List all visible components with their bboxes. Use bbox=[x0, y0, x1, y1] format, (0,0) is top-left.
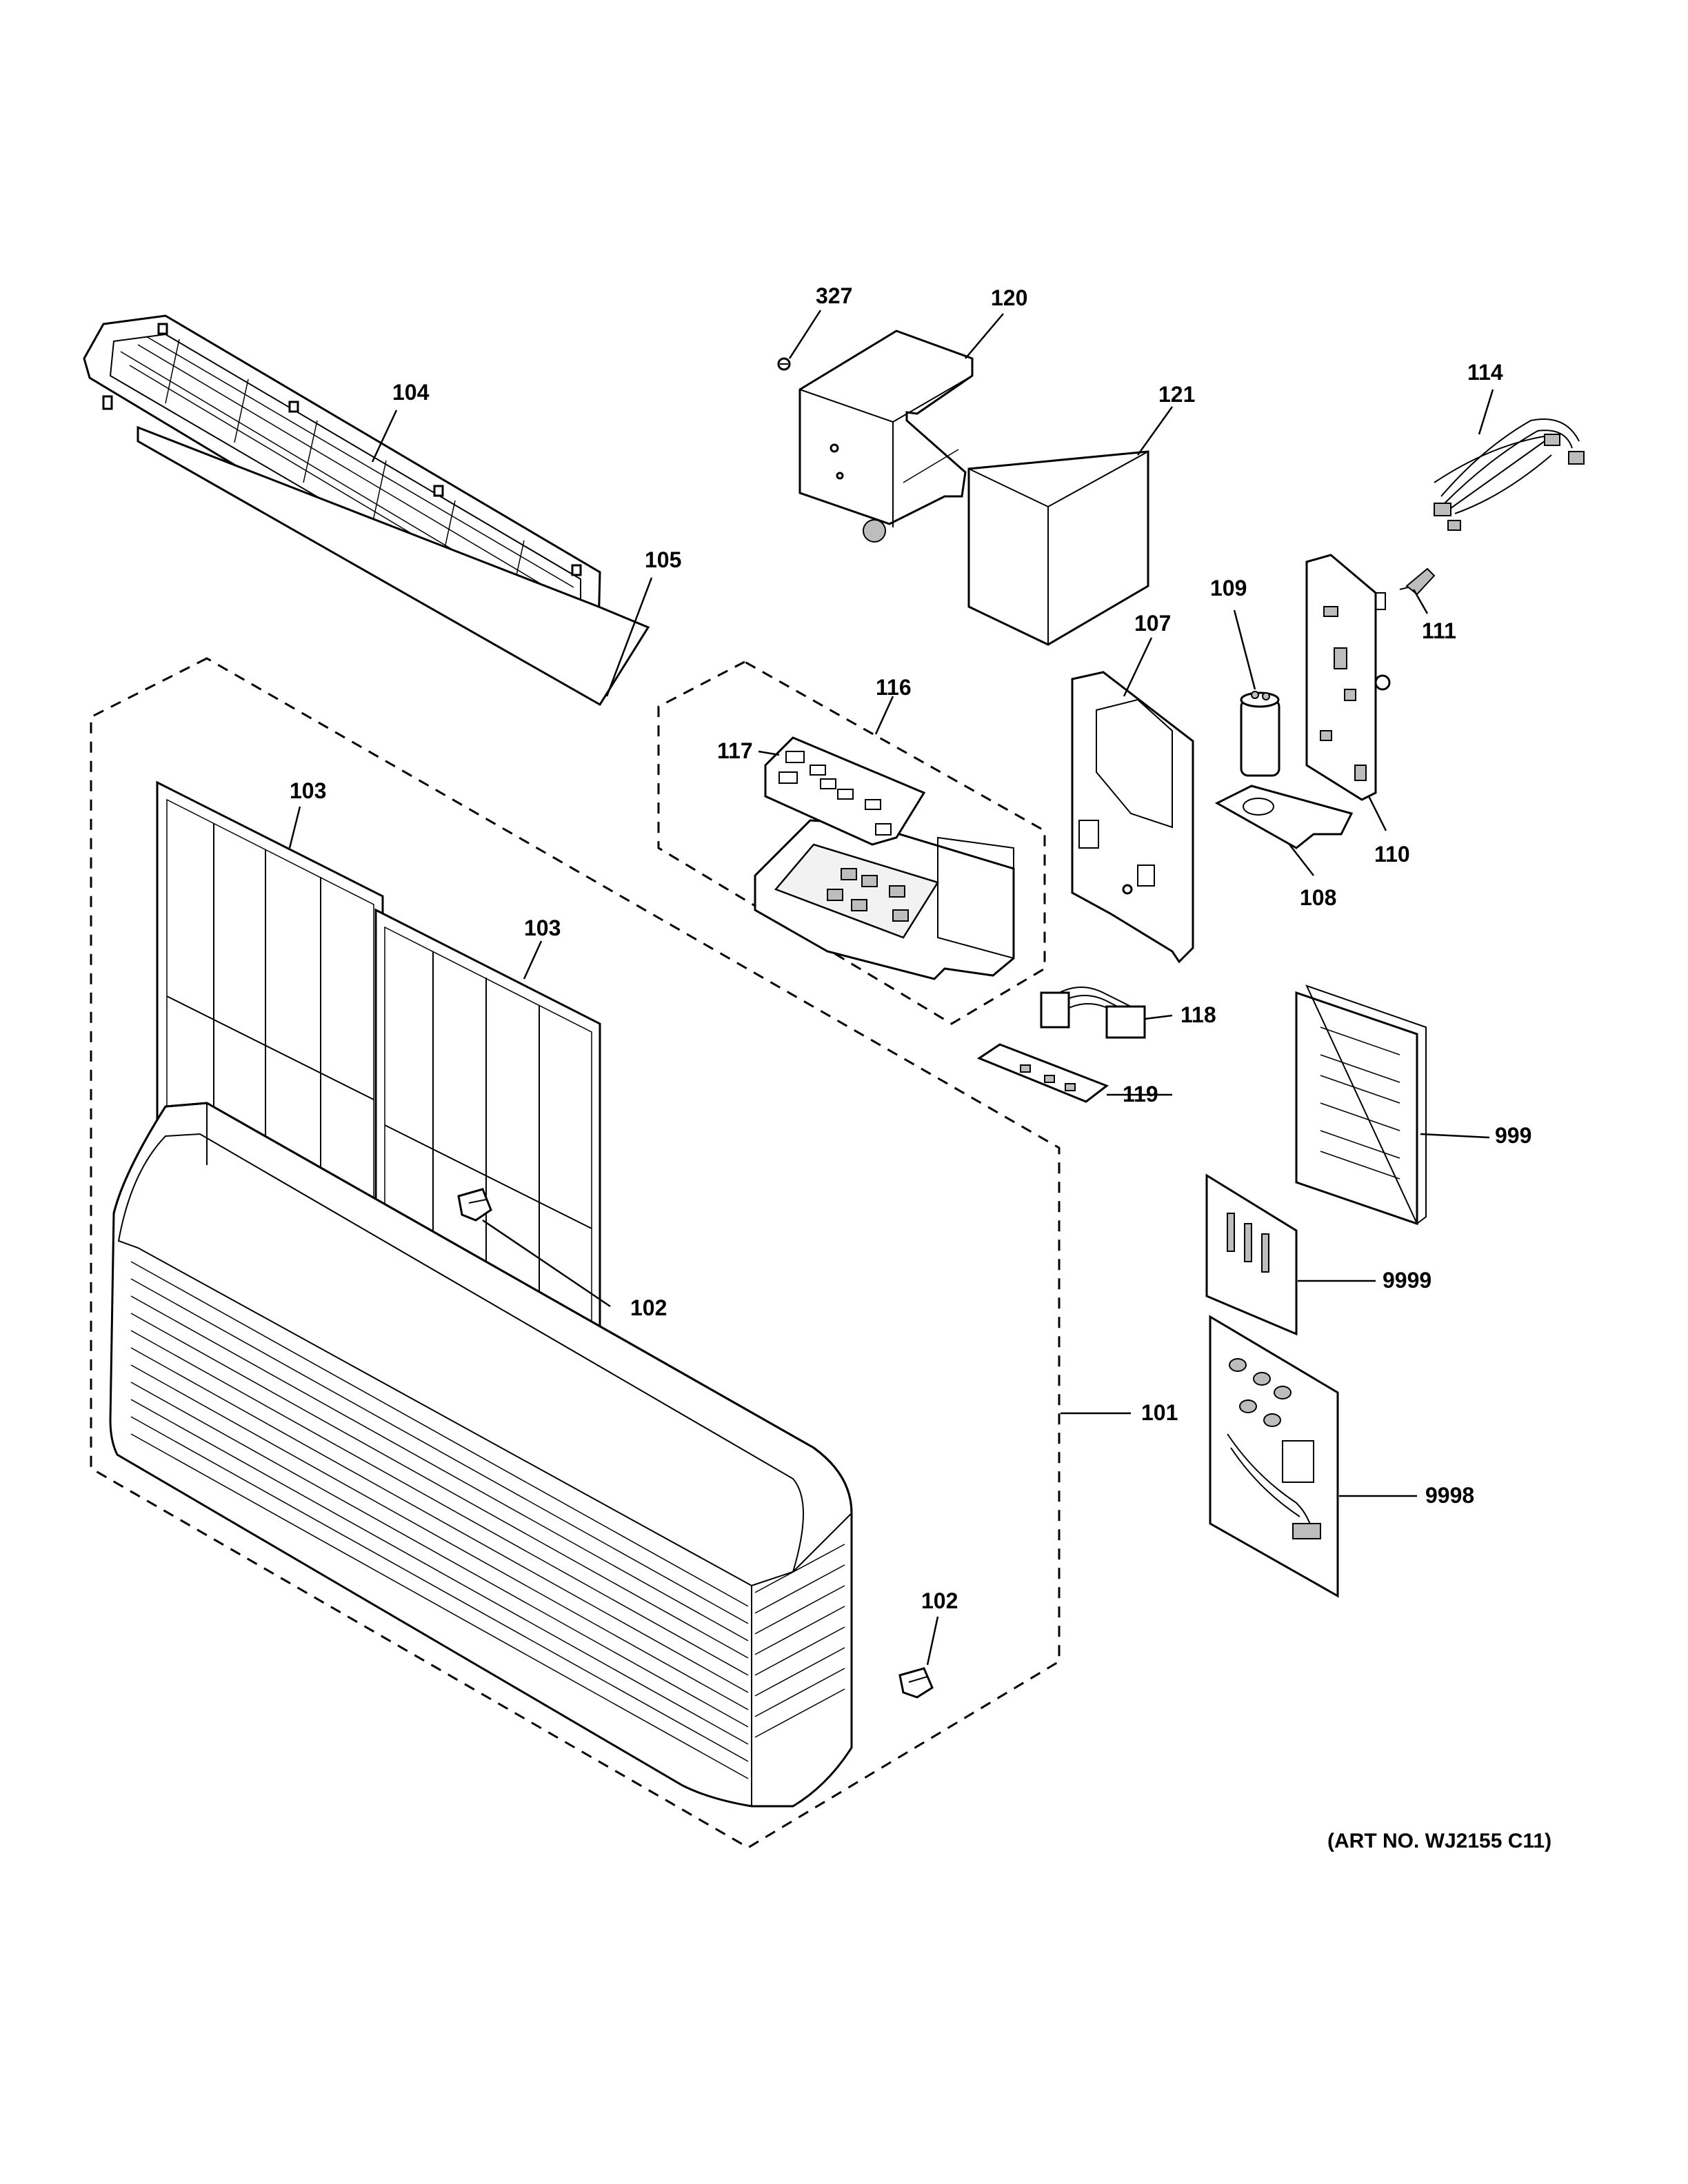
label-102-upper: 102 bbox=[630, 1295, 667, 1320]
label-9998: 9998 bbox=[1425, 1483, 1474, 1508]
capacitor-109 bbox=[1240, 691, 1280, 777]
part-labels: 327 120 121 114 104 105 109 111 107 116 … bbox=[290, 283, 1531, 1613]
label-101: 101 bbox=[1141, 1400, 1178, 1425]
manual-999 bbox=[1295, 984, 1427, 1226]
filter-sheet-105 bbox=[137, 425, 650, 707]
clip-102-lower bbox=[898, 1667, 934, 1699]
label-327: 327 bbox=[816, 283, 852, 308]
label-105: 105 bbox=[645, 547, 681, 572]
control-panel-116 bbox=[754, 819, 1015, 980]
label-108: 108 bbox=[1300, 885, 1336, 910]
label-117: 117 bbox=[717, 738, 753, 763]
wire-harness-118 bbox=[1040, 987, 1146, 1039]
label-114: 114 bbox=[1467, 360, 1503, 385]
label-107: 107 bbox=[1134, 611, 1171, 636]
label-9999: 9999 bbox=[1383, 1268, 1431, 1293]
clip-102-upper bbox=[457, 1188, 492, 1222]
cover-121 bbox=[967, 450, 1149, 646]
control-board-110 bbox=[1305, 554, 1391, 801]
art-number: (ART NO. WJ2155 C11) bbox=[1327, 1830, 1551, 1852]
control-bracket-107 bbox=[1071, 671, 1194, 964]
front-cabinet-101 bbox=[109, 1102, 853, 1808]
label-109: 109 bbox=[1210, 576, 1247, 600]
label-103-left: 103 bbox=[290, 778, 326, 803]
leader-lines bbox=[288, 310, 1494, 1666]
label-103-right: 103 bbox=[524, 916, 561, 940]
capacitor-bracket-108 bbox=[1214, 785, 1354, 849]
label-121: 121 bbox=[1158, 382, 1195, 407]
cabinet-louvers bbox=[130, 1261, 845, 1779]
label-120: 120 bbox=[991, 285, 1027, 310]
group-outline-101 bbox=[90, 657, 1061, 1849]
label-118: 118 bbox=[1180, 1002, 1216, 1027]
control-box-120 bbox=[798, 330, 974, 543]
label-104: 104 bbox=[392, 380, 430, 405]
label-111: 111 bbox=[1422, 618, 1456, 643]
label-102-lower: 102 bbox=[921, 1588, 958, 1613]
keypad-overlay-117 bbox=[764, 736, 926, 846]
display-board-119 bbox=[976, 1043, 1109, 1103]
screw-327 bbox=[777, 357, 791, 371]
label-116: 116 bbox=[876, 675, 912, 700]
label-110: 110 bbox=[1374, 842, 1410, 867]
screw-bag-9999 bbox=[1205, 1173, 1298, 1336]
connector-111 bbox=[1399, 567, 1436, 596]
wire-harness-114 bbox=[1434, 418, 1585, 531]
label-999: 999 bbox=[1495, 1123, 1531, 1148]
label-119: 119 bbox=[1123, 1082, 1158, 1106]
install-kit-9998 bbox=[1209, 1315, 1339, 1598]
group-outline-116 bbox=[657, 660, 1046, 1025]
